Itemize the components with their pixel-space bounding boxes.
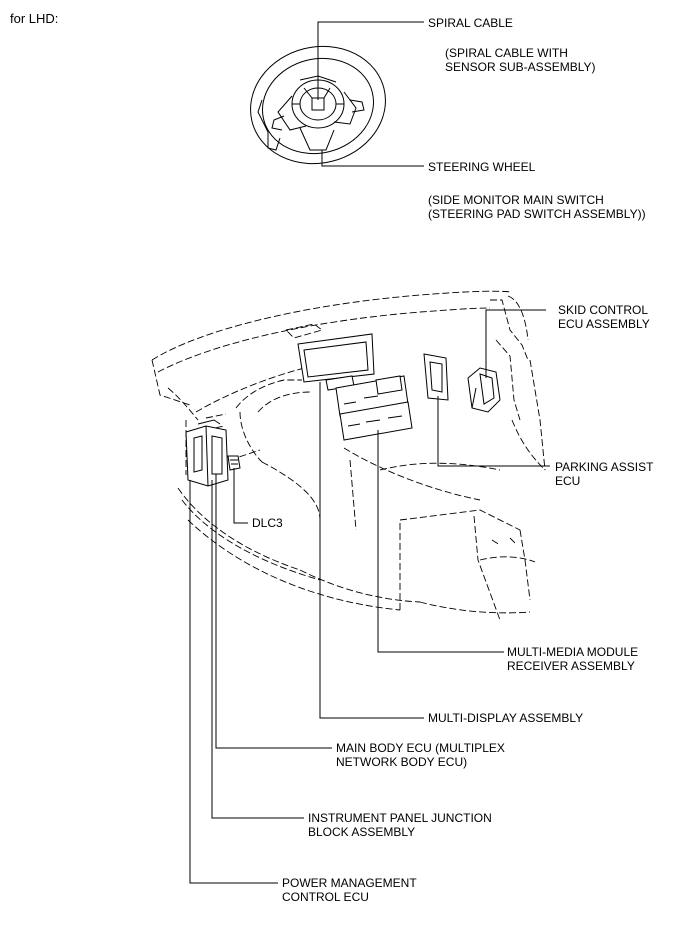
label-dlc3: DLC3 bbox=[252, 516, 283, 530]
label-steering-wheel-detail: (SIDE MONITOR MAIN SWITCH (STEERING PAD … bbox=[428, 193, 646, 221]
label-instrument-panel-junction-block: INSTRUMENT PANEL JUNCTION BLOCK ASSEMBLY bbox=[308, 811, 492, 839]
label-skid-control-ecu: SKID CONTROL ECU ASSEMBLY bbox=[558, 303, 650, 331]
label-multi-media-module: MULTI-MEDIA MODULE RECEIVER ASSEMBLY bbox=[507, 645, 639, 673]
leader-lines bbox=[189, 21, 550, 884]
components bbox=[185, 333, 501, 487]
label-steering-wheel: STEERING WHEEL bbox=[428, 160, 536, 174]
label-parking-assist-ecu: PARKING ASSIST ECU bbox=[555, 460, 654, 488]
label-main-body-ecu: MAIN BODY ECU (MULTIPLEX NETWORK BODY EC… bbox=[336, 741, 505, 769]
label-spiral-cable: SPIRAL CABLE bbox=[428, 16, 513, 30]
label-spiral-cable-detail: (SPIRAL CABLE WITH SENSOR SUB-ASSEMBLY) bbox=[445, 46, 596, 74]
steering-wheel-illustration bbox=[250, 45, 386, 165]
label-multi-display: MULTI-DISPLAY ASSEMBLY bbox=[428, 711, 584, 725]
label-power-management-ecu: POWER MANAGEMENT CONTROL ECU bbox=[282, 876, 417, 904]
page-heading: for LHD: bbox=[10, 11, 59, 26]
